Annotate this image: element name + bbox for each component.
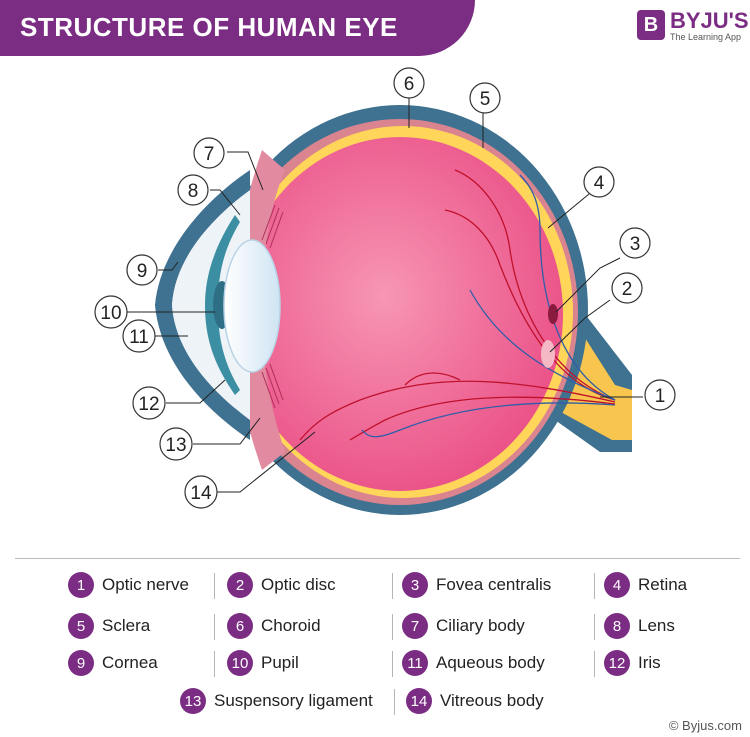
- legend-number-badge: 10: [227, 650, 253, 676]
- legend-item-choroid: 6 Choroid: [227, 612, 321, 640]
- vitreous-body: [237, 137, 563, 491]
- svg-text:10: 10: [100, 303, 121, 324]
- legend-divider: [15, 558, 740, 559]
- callout-10: 10: [94, 295, 128, 329]
- legend-number-badge: 7: [402, 613, 428, 639]
- callout-8: 8: [177, 174, 209, 206]
- optic-disc: [541, 340, 555, 368]
- legend-separator: [214, 614, 215, 640]
- callout-5: 5: [469, 82, 501, 114]
- legend-separator: [392, 614, 393, 640]
- callout-2: 2: [611, 272, 643, 304]
- svg-text:14: 14: [190, 483, 212, 504]
- svg-text:4: 4: [594, 173, 605, 194]
- blood-vessels: [299, 169, 616, 441]
- legend-item-cornea: 9 Cornea: [68, 649, 158, 677]
- legend-separator: [392, 651, 393, 677]
- legend-number-badge: 6: [227, 613, 253, 639]
- page-title: STRUCTURE OF HUMAN EYE: [20, 12, 398, 42]
- legend-number-badge: 1: [68, 572, 94, 598]
- legend-label: Aqueous body: [436, 653, 545, 672]
- legend-number-badge: 12: [604, 650, 630, 676]
- brand-tagline: The Learning App: [670, 32, 742, 42]
- legend-item-suspensory-ligament: 13 Suspensory ligament: [180, 687, 373, 715]
- svg-text:2: 2: [622, 279, 633, 300]
- svg-text:9: 9: [137, 261, 148, 282]
- legend-label: Optic disc: [261, 575, 336, 594]
- brand-logo: B BYJU'S The Learning App: [637, 8, 749, 46]
- callout-13: 13: [159, 427, 193, 461]
- callout-markers: 6 5 4 3 2 1 7 8 9 10 11 12 13 14: [94, 67, 676, 509]
- legend-separator: [594, 651, 595, 677]
- legend-label: Vitreous body: [440, 691, 544, 710]
- svg-text:12: 12: [138, 394, 159, 415]
- legend-label: Choroid: [261, 616, 321, 635]
- callout-7: 7: [193, 137, 225, 169]
- legend-number-badge: 5: [68, 613, 94, 639]
- legend-item-pupil: 10 Pupil: [227, 649, 299, 677]
- logo-mark-icon: B: [637, 10, 665, 40]
- leader-lines: [127, 98, 643, 493]
- svg-text:1: 1: [655, 386, 666, 407]
- callout-9: 9: [126, 254, 158, 286]
- callout-14: 14: [184, 475, 218, 509]
- legend-label: Lens: [638, 616, 675, 635]
- svg-text:3: 3: [630, 234, 641, 255]
- cornea: [155, 170, 250, 440]
- svg-text:7: 7: [204, 144, 215, 165]
- svg-text:5: 5: [480, 89, 491, 110]
- legend-separator: [214, 573, 215, 599]
- fovea-centralis: [548, 304, 558, 324]
- callout-11: 11: [122, 319, 156, 353]
- legend-number-badge: 4: [604, 572, 630, 598]
- svg-text:13: 13: [165, 435, 186, 456]
- svg-text:6: 6: [404, 74, 415, 95]
- legend-label: Sclera: [102, 616, 151, 635]
- legend-label: Pupil: [261, 653, 299, 672]
- callout-4: 4: [583, 166, 615, 198]
- legend-number-badge: 14: [406, 688, 432, 714]
- legend-number-badge: 9: [68, 650, 94, 676]
- legend-label: Ciliary body: [436, 616, 525, 635]
- legend-item-aqueous-body: 11 Aqueous body: [402, 649, 545, 677]
- title-banner: STRUCTURE OF HUMAN EYE: [0, 0, 475, 56]
- legend-item-fovea-centralis: 3 Fovea centralis: [402, 571, 551, 599]
- legend-separator: [594, 573, 595, 599]
- legend-label: Iris: [638, 653, 661, 672]
- legend-separator: [594, 614, 595, 640]
- legend-number-badge: 11: [402, 650, 428, 676]
- copyright-notice: © Byjus.com: [668, 718, 742, 733]
- legend-item-vitreous-body: 14 Vitreous body: [406, 687, 544, 715]
- svg-text:8: 8: [188, 181, 199, 202]
- legend-separator: [392, 573, 393, 599]
- legend-label: Cornea: [102, 653, 158, 672]
- legend-number-badge: 2: [227, 572, 253, 598]
- legend-item-optic-nerve: 1 Optic nerve: [68, 571, 189, 599]
- callout-12: 12: [132, 386, 166, 420]
- callout-1: 1: [644, 379, 676, 411]
- legend-item-sclera: 5 Sclera: [68, 612, 150, 640]
- callout-6: 6: [393, 67, 425, 99]
- legend-number-badge: 3: [402, 572, 428, 598]
- legend-item-lens: 8 Lens: [604, 612, 675, 640]
- legend-separator: [214, 651, 215, 677]
- svg-text:11: 11: [129, 327, 149, 348]
- legend-number-badge: 8: [604, 613, 630, 639]
- brand-name: BYJU'S: [670, 8, 749, 33]
- legend-item-iris: 12 Iris: [604, 649, 661, 677]
- suspensory-ligament: [261, 204, 284, 409]
- lens: [223, 239, 281, 373]
- legend-item-optic-disc: 2 Optic disc: [227, 571, 336, 599]
- legend-item-retina: 4 Retina: [604, 571, 687, 599]
- callout-3: 3: [619, 227, 651, 259]
- legend-label: Suspensory ligament: [214, 691, 373, 710]
- legend-label: Fovea centralis: [436, 575, 552, 594]
- legend-item-ciliary-body: 7 Ciliary body: [402, 612, 525, 640]
- legend-separator: [394, 689, 395, 715]
- legend-number-badge: 13: [180, 688, 206, 714]
- eye-diagram: 6 5 4 3 2 1 7 8 9 10 11 12 13 14: [94, 67, 676, 515]
- legend-label: Retina: [638, 575, 688, 594]
- legend-label: Optic nerve: [102, 575, 189, 594]
- iris: [205, 215, 240, 395]
